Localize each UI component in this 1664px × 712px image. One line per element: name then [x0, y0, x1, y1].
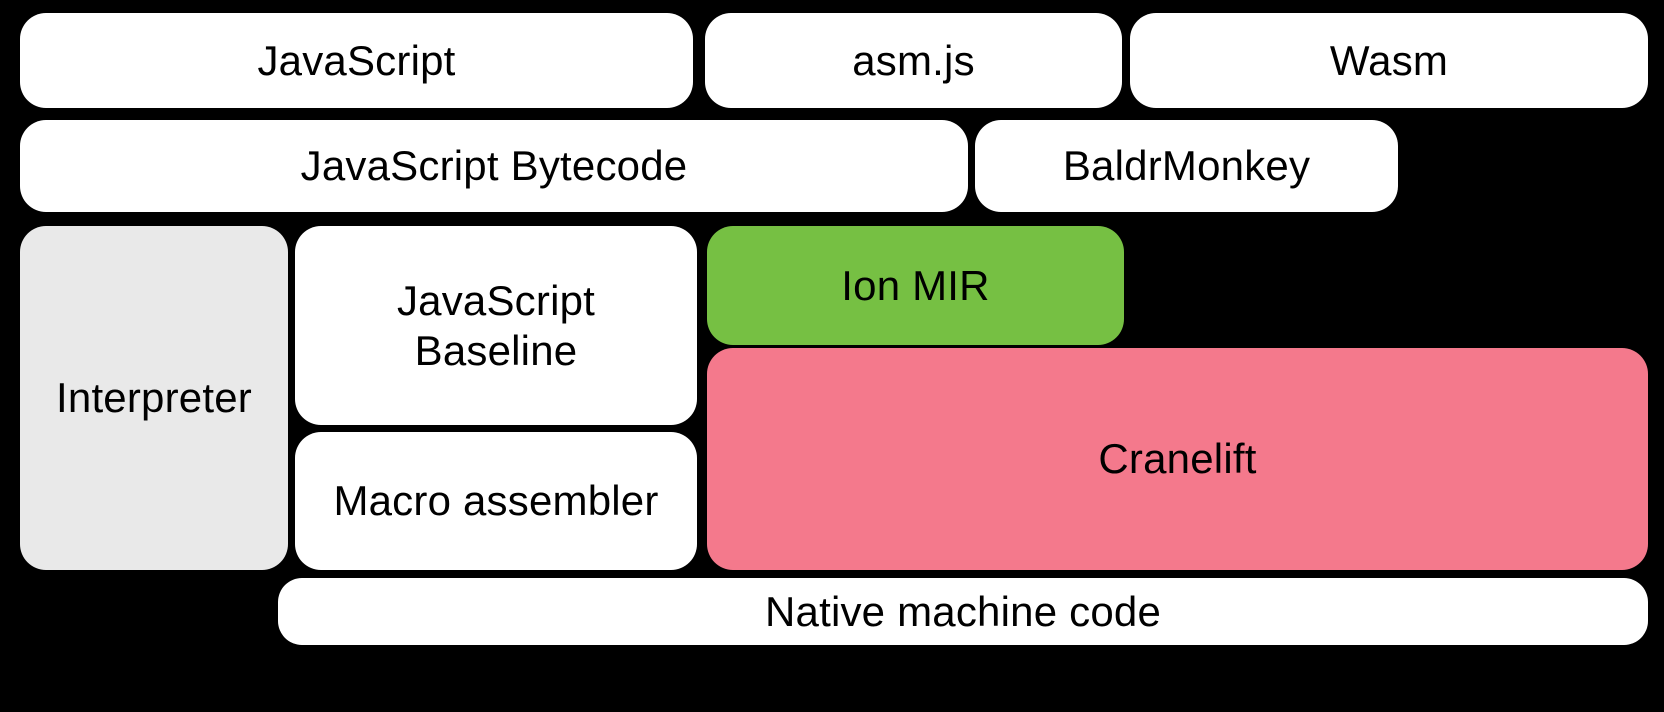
node-javascript-baseline[interactable]: JavaScript Baseline	[295, 226, 697, 425]
node-baldrmonkey[interactable]: BaldrMonkey	[975, 120, 1398, 212]
node-interpreter[interactable]: Interpreter	[20, 226, 288, 570]
node-cranelift[interactable]: Cranelift	[707, 348, 1648, 570]
node-native-machine-code[interactable]: Native machine code	[278, 578, 1648, 645]
node-asm-js[interactable]: asm.js	[705, 13, 1122, 108]
node-ion-mir[interactable]: Ion MIR	[707, 226, 1124, 345]
node-javascript[interactable]: JavaScript	[20, 13, 693, 108]
node-javascript-bytecode[interactable]: JavaScript Bytecode	[20, 120, 968, 212]
node-macro-assembler[interactable]: Macro assembler	[295, 432, 697, 570]
node-wasm[interactable]: Wasm	[1130, 13, 1648, 108]
